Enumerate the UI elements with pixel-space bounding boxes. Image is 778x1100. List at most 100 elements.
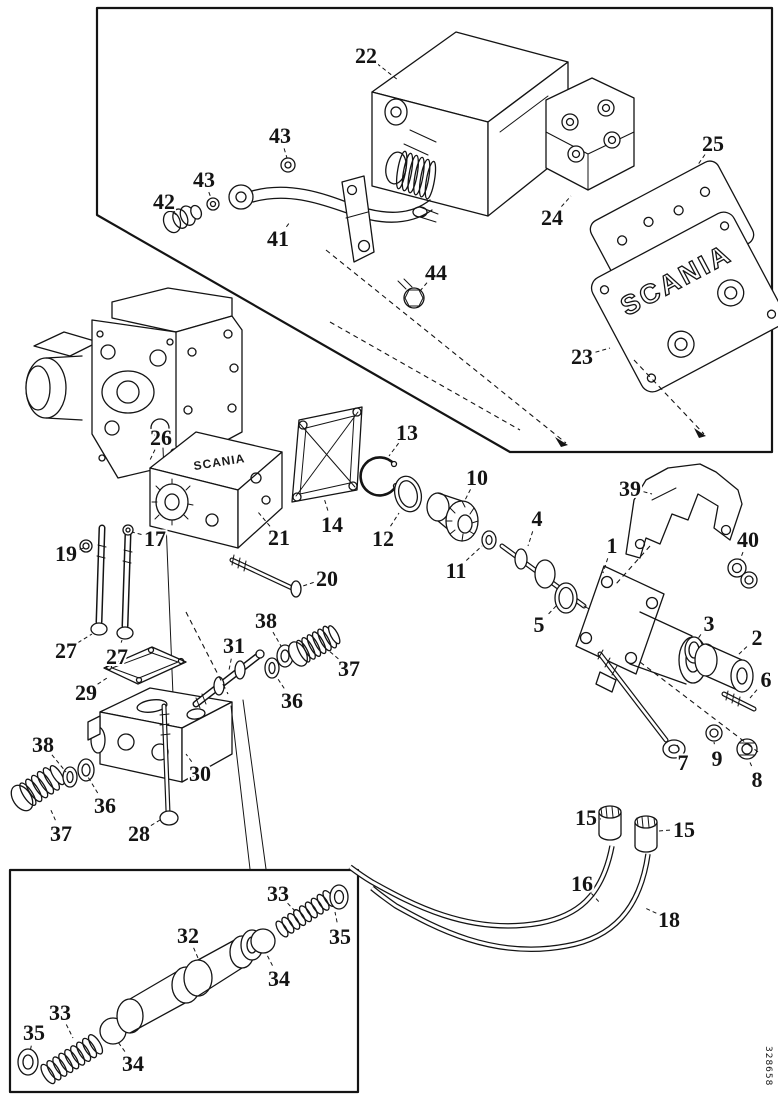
leader-line xyxy=(257,511,271,527)
shaft-31 xyxy=(192,649,265,709)
part-callout-29: 29 xyxy=(73,677,108,707)
leader-line xyxy=(208,191,212,199)
leader-line xyxy=(548,603,559,615)
leader-line xyxy=(748,759,753,767)
part-number: 32 xyxy=(177,923,199,948)
plug-37-left xyxy=(10,764,65,812)
spring-33-left xyxy=(40,1034,104,1085)
nut-8 xyxy=(736,738,758,760)
ring-12 xyxy=(393,475,423,513)
part-callout-33: 33 xyxy=(265,879,297,913)
part-callout-11: 11 xyxy=(444,545,483,585)
part-callout-27: 27 xyxy=(53,633,93,665)
part-callout-28: 28 xyxy=(126,819,161,848)
part-callout-39: 39 xyxy=(617,474,653,503)
part-callout-7: 7 xyxy=(676,743,691,777)
pipe-16 xyxy=(348,845,615,929)
leader-line xyxy=(77,633,93,644)
drawing-number: 328658 xyxy=(763,1046,773,1086)
shaft-4 xyxy=(499,543,597,614)
washer-35-right xyxy=(329,884,349,910)
leader-line xyxy=(334,911,338,923)
part-number: 38 xyxy=(32,732,54,757)
part-number: 15 xyxy=(575,805,597,830)
part-number: 25 xyxy=(702,131,724,156)
part-callout-40: 40 xyxy=(735,525,761,561)
part-number: 34 xyxy=(122,1051,144,1076)
leader-line xyxy=(465,545,483,561)
leader-line xyxy=(390,512,400,527)
part-number: 35 xyxy=(23,1020,45,1045)
part-number: 18 xyxy=(658,907,680,932)
part-number: 26 xyxy=(150,425,172,450)
leader-line xyxy=(49,807,56,821)
washer-19 xyxy=(79,539,93,553)
part-callout-21: 21 xyxy=(257,511,292,552)
bracket-39 xyxy=(625,463,743,559)
leader-line xyxy=(595,347,611,353)
part-callout-43: 43 xyxy=(267,121,293,159)
leader-line xyxy=(602,558,609,574)
nut-15a xyxy=(598,805,622,841)
part-callout-30: 30 xyxy=(185,753,213,788)
part-number: 37 xyxy=(338,656,360,681)
leader-line xyxy=(150,819,161,827)
engine-block xyxy=(25,287,243,479)
bracket-strap xyxy=(341,175,375,263)
part-callout-25: 25 xyxy=(696,129,726,167)
part-number: 44 xyxy=(425,260,447,285)
bolt-7 xyxy=(597,649,686,759)
part-callout-34: 34 xyxy=(265,952,292,993)
leader-line xyxy=(120,639,123,643)
snap-ring-13 xyxy=(359,456,400,497)
part-number: 15 xyxy=(673,817,695,842)
leader-line xyxy=(117,1041,126,1052)
leader-line xyxy=(696,154,706,167)
part-callout-27: 27 xyxy=(104,639,130,671)
part-callout-26: 26 xyxy=(148,423,174,461)
leader-line xyxy=(527,531,534,547)
pipe-18 xyxy=(370,853,651,952)
piston-10 xyxy=(426,492,479,542)
part-callout-41: 41 xyxy=(265,221,291,253)
part-number: 27 xyxy=(55,638,77,663)
bolt-44 xyxy=(397,278,425,309)
part-callout-13: 13 xyxy=(388,418,420,457)
nut-15b xyxy=(634,815,658,853)
part-callout-36: 36 xyxy=(275,675,305,715)
part-number: 36 xyxy=(94,793,116,818)
part-number: 13 xyxy=(396,420,418,445)
part-number: 35 xyxy=(329,924,351,949)
part-number: 19 xyxy=(55,541,77,566)
part-number: 11 xyxy=(446,558,467,583)
leader-line xyxy=(172,211,177,216)
plug-37-right xyxy=(288,625,341,667)
part-number: 34 xyxy=(268,966,290,991)
part-number: 31 xyxy=(223,633,245,658)
part-callout-35: 35 xyxy=(21,1018,47,1053)
washer-11 xyxy=(481,530,497,550)
part-callout-18: 18 xyxy=(644,905,682,934)
leader-line xyxy=(302,581,314,587)
part-number: 17 xyxy=(144,526,166,551)
part-callout-22: 22 xyxy=(353,41,399,81)
part-callout-6: 6 xyxy=(749,665,774,699)
part-number: 9 xyxy=(712,746,723,771)
plug-42 xyxy=(162,204,203,234)
leader-line xyxy=(749,689,758,699)
part-number: 4 xyxy=(532,506,543,531)
part-number: 40 xyxy=(737,527,759,552)
part-number: 39 xyxy=(619,476,641,501)
leader-line xyxy=(285,221,291,228)
bolt-20 xyxy=(229,554,302,598)
housing-1 xyxy=(575,565,708,693)
top-frame xyxy=(95,6,774,454)
leader-line xyxy=(79,547,85,550)
part-number: 10 xyxy=(466,465,488,490)
part-callout-14: 14 xyxy=(319,497,345,539)
part-number: 42 xyxy=(153,189,175,214)
part-number: 27 xyxy=(106,644,128,669)
part-callout-3: 3 xyxy=(696,609,717,641)
part-callout-43: 43 xyxy=(191,165,217,199)
leader-line xyxy=(323,497,329,511)
